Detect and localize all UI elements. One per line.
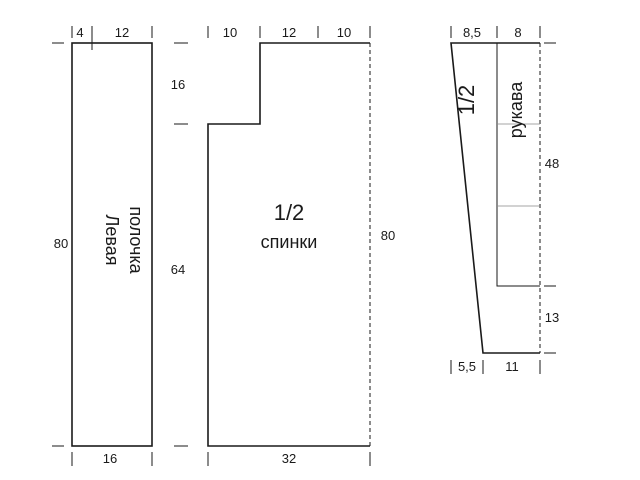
back-label-word: спинки bbox=[261, 232, 318, 252]
back-piece: 10 12 10 16 64 80 32 1/2 спинки bbox=[171, 25, 395, 466]
left-front-dim-top-left: 4 bbox=[76, 25, 83, 40]
back-dim-bottom: 32 bbox=[282, 451, 296, 466]
sleeve-piece: 8,5 8 48 13 5,5 11 1/2 рукава bbox=[450, 25, 559, 374]
back-dim-step: 16 bbox=[171, 77, 185, 92]
back-dim-height: 80 bbox=[381, 228, 395, 243]
sleeve-dim-lower: 13 bbox=[545, 310, 559, 325]
sleeve-outline bbox=[450, 42, 540, 354]
left-front-label-line2: полочка bbox=[126, 206, 146, 274]
sleeve-dim-bottom-right: 11 bbox=[505, 359, 519, 374]
left-front-dim-height-lower: 64 bbox=[171, 262, 185, 277]
sleeve-dim-top-right: 8 bbox=[514, 25, 521, 40]
left-front-dim-top-right: 12 bbox=[115, 25, 129, 40]
back-dim-top-right: 10 bbox=[337, 25, 351, 40]
left-front-dim-bottom: 16 bbox=[103, 451, 117, 466]
left-front-outline bbox=[71, 42, 153, 447]
sleeve-dim-top-left: 8,5 bbox=[463, 25, 481, 40]
sleeve-label-fraction: 1/2 bbox=[454, 85, 479, 116]
back-dim-top-mid: 12 bbox=[282, 25, 296, 40]
back-dim-top-left: 10 bbox=[223, 25, 237, 40]
sleeve-label-word: рукава bbox=[506, 81, 526, 138]
back-outline bbox=[207, 42, 370, 447]
sleeve-inner-line bbox=[496, 43, 540, 287]
left-front-dim-height: 80 bbox=[54, 236, 68, 251]
sleeve-dim-upper: 48 bbox=[545, 156, 559, 171]
back-label-fraction: 1/2 bbox=[274, 200, 305, 225]
sleeve-dim-bottom-left: 5,5 bbox=[458, 359, 476, 374]
left-front-label-line1: Левая bbox=[102, 215, 122, 266]
left-front-piece: 4 12 80 16 Левая полочка bbox=[52, 25, 153, 466]
